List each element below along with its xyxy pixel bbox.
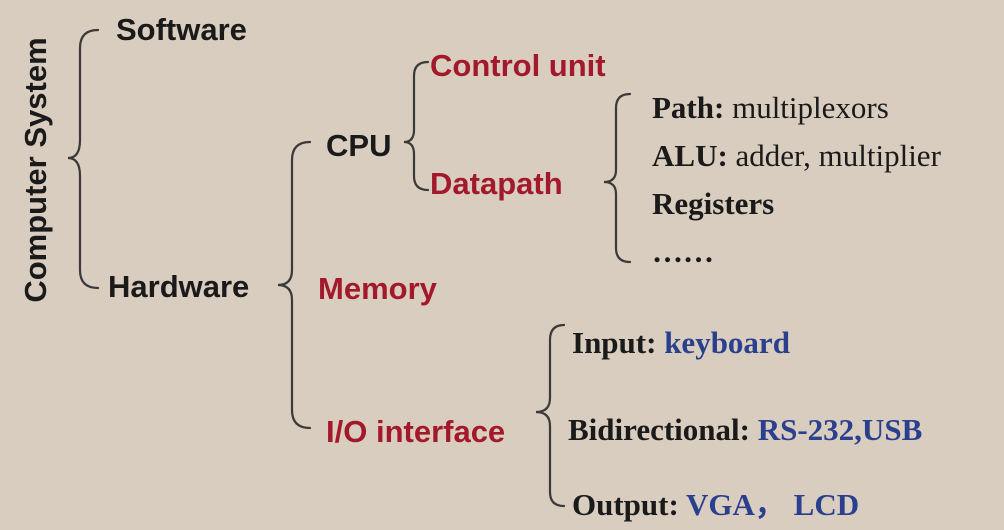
output-value: VGA， LCD: [686, 487, 860, 522]
input-row: Input: keyboard: [572, 327, 790, 358]
hardware-label: Hardware: [108, 269, 250, 304]
path-key: Path:: [652, 90, 725, 125]
alu-row: ALU: adder, multiplier: [652, 140, 941, 171]
bidirectional-value: RS-232,USB: [757, 412, 923, 447]
datapath-ellipsis: ……: [652, 234, 714, 269]
brace-io: [535, 323, 566, 508]
brace-datapath: [603, 92, 632, 264]
control-unit-label: Control unit: [430, 48, 606, 83]
output-key: Output:: [572, 487, 679, 522]
brace-computer-system: [67, 28, 100, 290]
software-label: Software: [116, 12, 247, 47]
cpu-label: CPU: [326, 128, 392, 163]
brace-hardware: [277, 140, 312, 430]
input-value: keyboard: [664, 325, 790, 360]
alu-value: adder, multiplier: [735, 138, 941, 173]
path-row: Path: multiplexors: [652, 92, 889, 123]
bidirectional-key: Bidirectional:: [568, 412, 750, 447]
io-interface-label: I/O interface: [326, 414, 506, 449]
registers-label: Registers: [652, 186, 775, 221]
bidirectional-row: Bidirectional: RS-232,USB: [568, 414, 922, 445]
datapath-label: Datapath: [430, 166, 563, 201]
output-row: Output: VGA， LCD: [572, 489, 859, 520]
brace-cpu: [403, 60, 430, 192]
memory-label: Memory: [318, 271, 437, 306]
alu-key: ALU:: [652, 138, 728, 173]
input-key: Input:: [572, 325, 657, 360]
path-value: multiplexors: [732, 90, 889, 125]
computer-system-title: Computer System: [18, 37, 53, 303]
